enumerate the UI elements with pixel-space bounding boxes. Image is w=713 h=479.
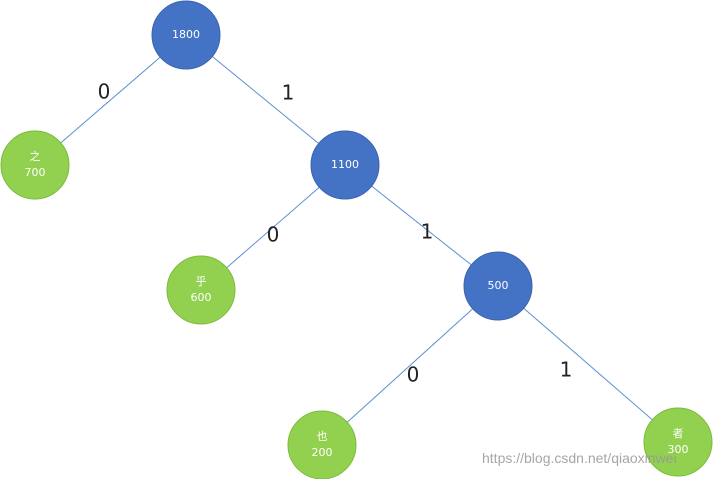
node-n1100: 1100 [310, 130, 380, 200]
node-circle-n500 [463, 251, 533, 321]
watermark: https://blog.csdn.net/qiaoxinwei [482, 450, 677, 466]
node-circle-zhe [643, 407, 713, 477]
edge-n1100-hu [226, 186, 320, 269]
node-char-zhe: 者 [673, 427, 684, 440]
edge-root-zhi [60, 56, 161, 144]
node-circle-zhi [0, 130, 70, 200]
node-zhe: 者 300 [643, 407, 713, 477]
node-char-ye: 也 [317, 430, 328, 443]
edge-label-n1100-hu: 0 [267, 223, 280, 247]
edge-label-n500-ye: 0 [407, 363, 420, 387]
edge-n500-zhe [523, 307, 653, 421]
edge-n1100-n500 [371, 185, 472, 266]
node-value-root: 1800 [172, 28, 200, 41]
node-circle-hu [166, 255, 236, 325]
node-ye: 也 200 [287, 410, 357, 479]
node-char-zhi: 之 [30, 149, 41, 163]
node-value-hu: 600 [191, 291, 212, 304]
edge-label-root-n1100: 1 [282, 81, 295, 105]
node-circle-root [151, 0, 221, 70]
node-zhi: 之 700 [0, 130, 70, 200]
node-circle-n1100 [310, 130, 380, 200]
edge-label-n1100-n500: 1 [421, 220, 434, 244]
edge-n500-ye [346, 308, 474, 423]
node-circle-ye [287, 410, 357, 479]
node-value-ye: 200 [312, 446, 333, 459]
node-hu: 乎 600 [166, 255, 236, 325]
edge-root-n1100 [212, 56, 319, 144]
node-root: 1800 [151, 0, 221, 70]
node-char-hu: 乎 [196, 275, 207, 288]
edge-label-root-zhi: 0 [98, 80, 111, 104]
node-n500: 500 [463, 251, 533, 321]
node-value-zhe: 300 [668, 443, 689, 456]
node-value-zhi: 700 [25, 166, 46, 179]
node-value-n500: 500 [488, 279, 509, 292]
edge-label-n500-zhe: 1 [560, 358, 573, 382]
node-value-n1100: 1100 [331, 158, 359, 171]
